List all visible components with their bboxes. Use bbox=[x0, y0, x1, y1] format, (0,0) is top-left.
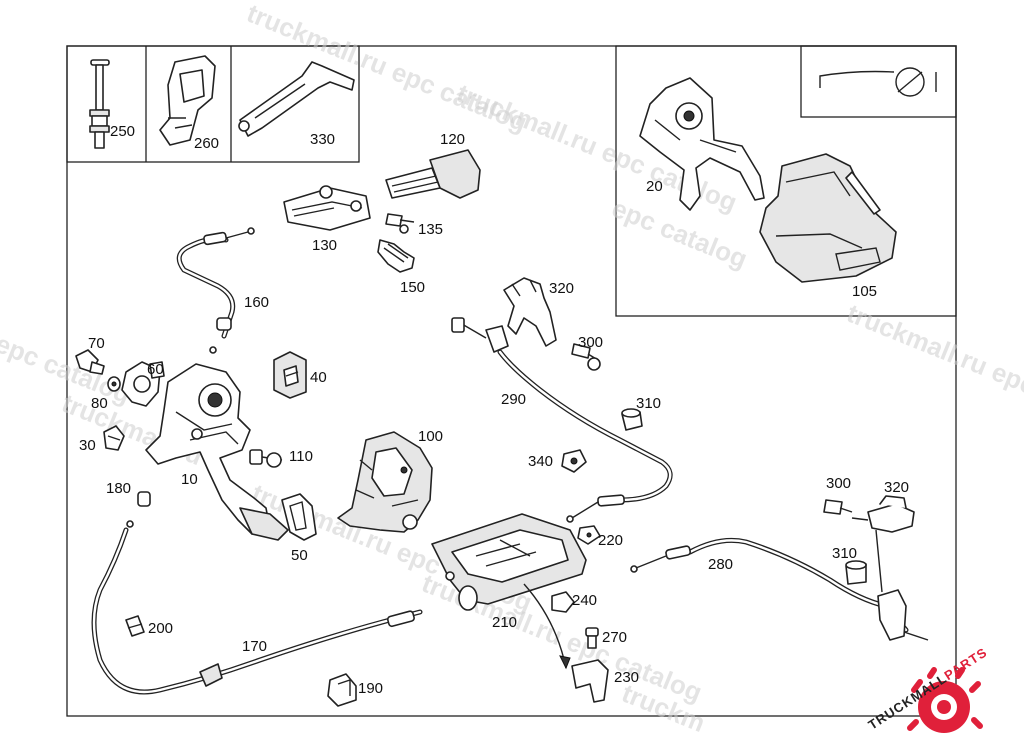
label-10: 10 bbox=[181, 471, 198, 488]
part-290-cable bbox=[451, 317, 673, 523]
part-310-bushing-right bbox=[845, 560, 867, 585]
label-320-top: 320 bbox=[549, 280, 574, 297]
part-300-screw-right bbox=[823, 499, 853, 515]
label-310-right: 310 bbox=[832, 545, 857, 562]
label-340: 340 bbox=[528, 453, 553, 470]
part-240-nut bbox=[551, 591, 575, 613]
label-110: 110 bbox=[289, 448, 313, 465]
label-190: 190 bbox=[358, 680, 383, 697]
part-310-bushing-top bbox=[621, 408, 643, 431]
part-160-rod bbox=[176, 227, 255, 354]
label-300-right: 300 bbox=[826, 475, 851, 492]
part-40-mount bbox=[273, 351, 307, 399]
part-230-bracket bbox=[523, 583, 609, 703]
part-270-pin bbox=[585, 627, 599, 649]
part-170-cable bbox=[91, 520, 423, 695]
part-280-cable bbox=[630, 529, 929, 641]
label-200: 200 bbox=[148, 620, 173, 637]
part-30-bumper bbox=[103, 425, 125, 451]
part-110-bolt bbox=[249, 449, 283, 468]
part-320-bracket-right bbox=[851, 495, 915, 533]
label-80: 80 bbox=[91, 395, 108, 412]
part-70-plug bbox=[75, 349, 105, 375]
part-210-actuator bbox=[431, 513, 587, 611]
part-190-clip bbox=[327, 673, 357, 707]
part-60-clip bbox=[121, 361, 165, 407]
label-120: 120 bbox=[440, 131, 465, 148]
label-150: 150 bbox=[400, 279, 425, 296]
part-labels: 250 260 330 120 130 135 150 160 70 60 40… bbox=[79, 123, 909, 697]
label-135: 135 bbox=[418, 221, 443, 238]
label-220: 220 bbox=[598, 532, 623, 549]
label-70: 70 bbox=[88, 335, 105, 352]
part-10-pedal-assembly bbox=[145, 363, 289, 541]
inset-small-parts-box bbox=[66, 45, 360, 163]
parking-brake-symbol bbox=[819, 67, 937, 97]
label-30: 30 bbox=[79, 437, 96, 454]
label-270: 270 bbox=[602, 629, 627, 646]
watermark: truckmall.ru epc catalog bbox=[843, 298, 1024, 438]
label-160: 160 bbox=[244, 294, 269, 311]
gear-icon bbox=[907, 667, 983, 733]
label-280: 280 bbox=[708, 556, 733, 573]
part-320-bracket-top bbox=[503, 277, 557, 347]
label-60: 60 bbox=[147, 361, 164, 378]
label-290: 290 bbox=[501, 391, 526, 408]
label-250: 250 bbox=[110, 123, 135, 140]
inset-variant-box bbox=[615, 45, 957, 317]
part-50-pedal-pad bbox=[281, 493, 317, 541]
label-100: 100 bbox=[418, 428, 443, 445]
label-170: 170 bbox=[242, 638, 267, 655]
label-105: 105 bbox=[852, 283, 877, 300]
part-80-washer bbox=[107, 376, 121, 392]
part-250-pin bbox=[89, 59, 110, 149]
part-135-screw bbox=[385, 213, 415, 234]
part-200-clip bbox=[125, 615, 145, 637]
label-50: 50 bbox=[291, 547, 308, 564]
part-120-switch bbox=[385, 149, 481, 199]
label-210: 210 bbox=[492, 614, 517, 631]
part-300-screw-top bbox=[571, 343, 601, 371]
label-40: 40 bbox=[310, 369, 327, 386]
label-20: 20 bbox=[646, 178, 663, 195]
part-340-nut bbox=[561, 449, 587, 473]
part-260-bracket bbox=[159, 55, 216, 146]
truckmall-parts-logo: TRUCKMALLPARTS bbox=[865, 644, 990, 733]
label-260: 260 bbox=[194, 135, 219, 152]
diagram-frame bbox=[66, 45, 957, 717]
label-300-top: 300 bbox=[578, 334, 603, 351]
label-130: 130 bbox=[312, 237, 337, 254]
label-320-right: 320 bbox=[884, 479, 909, 496]
label-180: 180 bbox=[106, 480, 131, 497]
part-220-nut bbox=[577, 525, 601, 545]
part-100-housing bbox=[337, 431, 433, 533]
part-105-cover bbox=[759, 153, 897, 283]
label-310-top: 310 bbox=[636, 395, 661, 412]
part-20-pedal-bracket bbox=[639, 77, 765, 211]
label-330: 330 bbox=[310, 131, 335, 148]
part-150-screw bbox=[377, 239, 415, 273]
label-240: 240 bbox=[572, 592, 597, 609]
part-330-linkage bbox=[238, 61, 355, 137]
part-130-connector bbox=[283, 185, 371, 231]
part-180-clip bbox=[137, 491, 151, 507]
label-230: 230 bbox=[614, 669, 639, 686]
